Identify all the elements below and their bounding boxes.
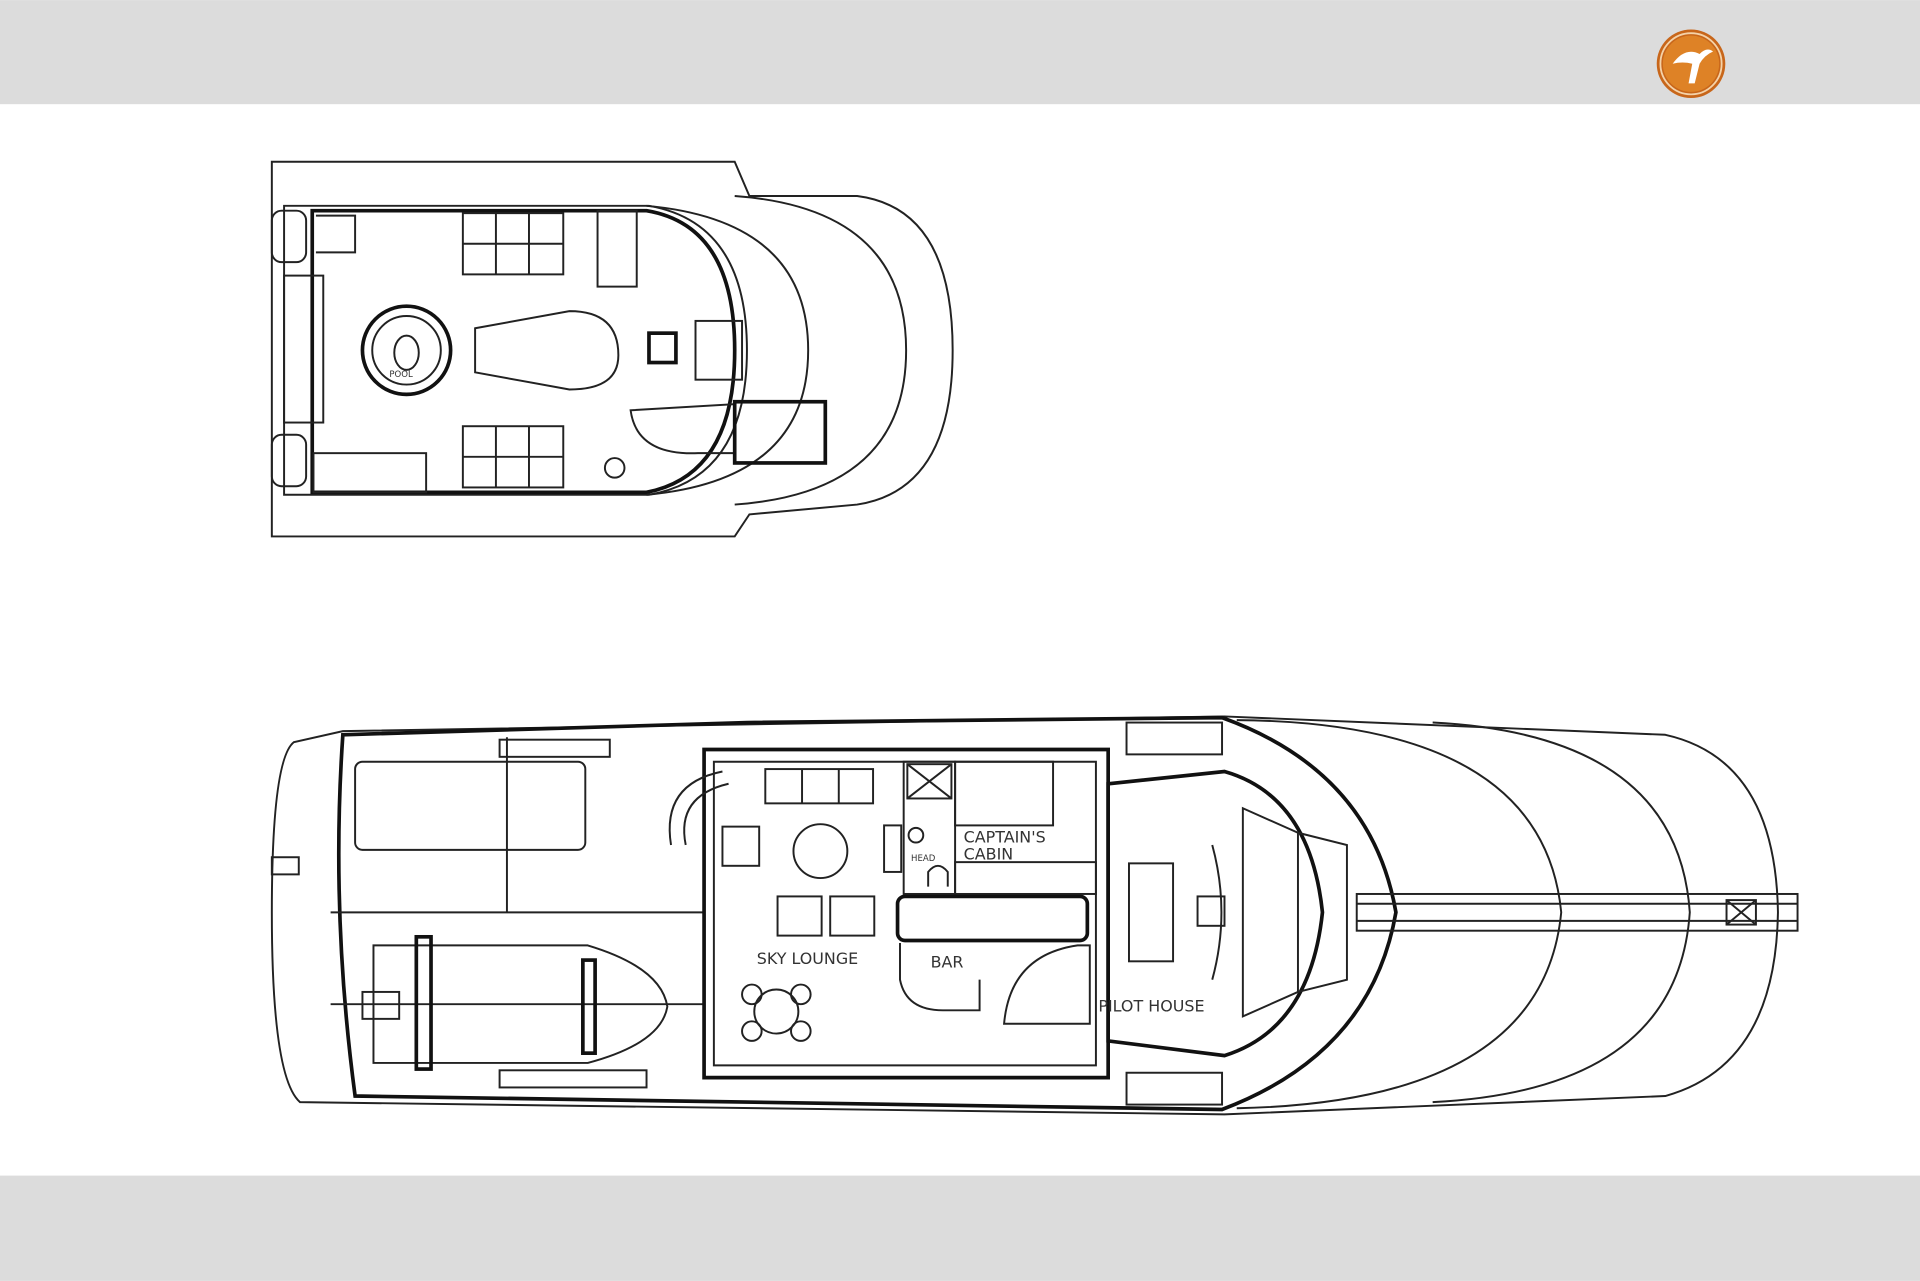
captains-cabin-label-1: CAPTAIN'S bbox=[964, 828, 1046, 847]
main-deck-plan: SKY LOUNGE HEAD CAPTAIN'S CABIN BAR PILO… bbox=[270, 715, 1799, 1116]
footer-bar bbox=[0, 1175, 1920, 1281]
sky-lounge-label: SKY LOUNGE bbox=[757, 949, 858, 968]
upper-deck-plan: POOL bbox=[270, 160, 954, 538]
head-label: HEAD bbox=[911, 854, 936, 864]
bar-label: BAR bbox=[931, 952, 964, 971]
pilot-house-label: PILOT HOUSE bbox=[1098, 997, 1204, 1016]
bird-logo bbox=[1656, 29, 1726, 99]
pool bbox=[360, 304, 453, 397]
pool-label: POOL bbox=[389, 370, 413, 380]
header-bar bbox=[0, 0, 1920, 105]
captains-cabin-label-2: CABIN bbox=[964, 845, 1014, 864]
